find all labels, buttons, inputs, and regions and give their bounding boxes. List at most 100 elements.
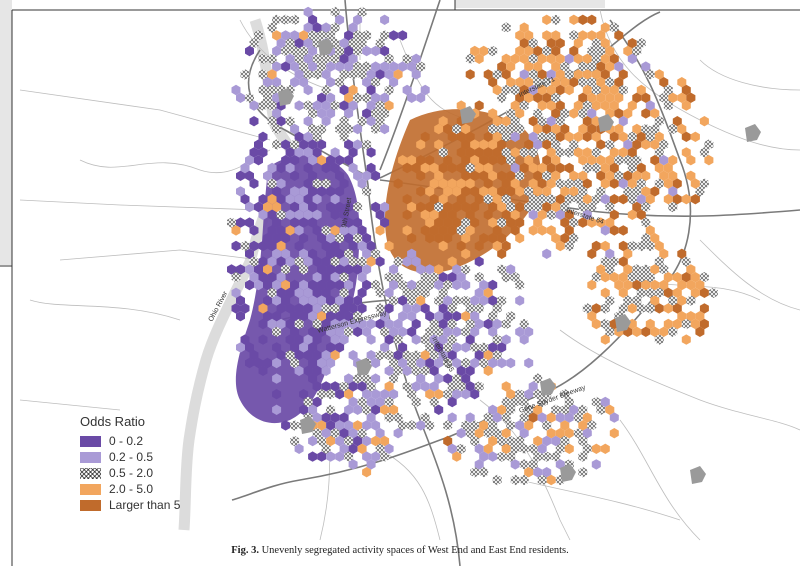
hex-cell [393, 272, 403, 283]
hex-cell [443, 233, 453, 244]
hex-cell [564, 209, 574, 220]
hex-cell [542, 467, 552, 478]
hex-cell [528, 412, 538, 423]
hex-cell [632, 92, 642, 103]
hex-cell [366, 381, 376, 392]
hex-cell [578, 14, 588, 25]
hex-cell [699, 147, 709, 158]
hex-cell [483, 365, 493, 376]
hex-cell [510, 131, 520, 142]
hex-cell [353, 217, 363, 228]
hex-cell [470, 326, 480, 337]
hex-cell [506, 61, 516, 72]
hex-cell [596, 170, 606, 181]
hex-cell [272, 14, 282, 25]
hex-cell [573, 131, 583, 142]
hex-cell [285, 334, 295, 345]
hex-cell [542, 451, 552, 462]
hex-cell [537, 53, 547, 64]
hex-cell [537, 412, 547, 423]
hex-cell [276, 287, 286, 298]
hex-cell [456, 365, 466, 376]
hex-cell [263, 295, 273, 306]
hex-cell [353, 404, 363, 415]
hex-cell [483, 412, 493, 423]
legend-label: 0 - 0.2 [109, 434, 144, 448]
hex-cell [524, 389, 534, 400]
hex-cell [312, 303, 322, 314]
hex-cell [492, 428, 502, 439]
hex-cell [344, 217, 354, 228]
hex-cell [326, 342, 336, 353]
hex-cell [591, 147, 601, 158]
hex-cell [321, 272, 331, 283]
hex-cell [371, 45, 381, 57]
hex-cell [461, 357, 471, 369]
hex-cell [326, 279, 336, 291]
hex-cell [272, 233, 282, 244]
hex-cell [393, 318, 403, 330]
hex-cell [650, 295, 660, 306]
hex-cell [452, 217, 462, 228]
hex-cell [668, 123, 678, 135]
hex-cell [654, 303, 664, 314]
hex-cell [582, 53, 592, 64]
hex-cell [434, 311, 444, 322]
hex-cell [537, 131, 547, 142]
hex-cell [537, 474, 547, 486]
hex-cell [353, 264, 363, 275]
hex-cell [596, 404, 606, 415]
hex-cell [470, 217, 480, 228]
hex-cell [452, 264, 462, 275]
hex-cell [551, 30, 561, 41]
hex-cell [326, 326, 336, 337]
hex-cell [330, 225, 340, 236]
hex-cell [245, 45, 254, 57]
hex-cell [375, 225, 385, 236]
hex-cell [249, 225, 259, 236]
caption-text: Unevenly segregated activity spaces of W… [261, 545, 569, 556]
hex-cell [569, 30, 579, 41]
hex-cell [299, 295, 309, 306]
hex-cell [312, 256, 322, 267]
hex-cell [438, 147, 448, 158]
hex-cell [312, 194, 322, 205]
hex-cell [267, 69, 277, 80]
hex-cell [281, 139, 291, 150]
hex-cell [591, 100, 601, 111]
hex-cell [245, 201, 254, 213]
hex-cell [515, 326, 525, 337]
hex-cell [308, 435, 318, 447]
hex-cell [470, 186, 480, 197]
hex-cell [470, 155, 480, 166]
hex-cell [258, 240, 268, 252]
hex-cell [344, 311, 354, 322]
hex-cell [578, 217, 588, 228]
hex-cell [321, 69, 331, 80]
hex-cell [578, 201, 588, 213]
hex-cell [645, 100, 655, 111]
hex-cell [456, 194, 466, 205]
hex-cell [470, 139, 480, 150]
hex-cell [348, 84, 358, 96]
hex-cell [474, 443, 484, 454]
hex-cell [492, 147, 502, 158]
hex-cell [272, 311, 282, 322]
hex-cell [326, 389, 336, 400]
hex-cell [501, 318, 511, 330]
hex-cell [429, 318, 439, 330]
hex-cell [420, 412, 430, 423]
hex-cell [596, 45, 606, 57]
hex-cell [587, 108, 597, 119]
hex-cell [236, 295, 245, 306]
hex-cell [537, 100, 547, 111]
hex-cell [267, 100, 277, 111]
hex-cell [672, 318, 682, 330]
hex-cell [600, 225, 610, 236]
hex-cell [425, 326, 435, 337]
hex-cell [632, 279, 642, 291]
hex-cell [501, 334, 511, 345]
hex-cell [303, 350, 313, 361]
